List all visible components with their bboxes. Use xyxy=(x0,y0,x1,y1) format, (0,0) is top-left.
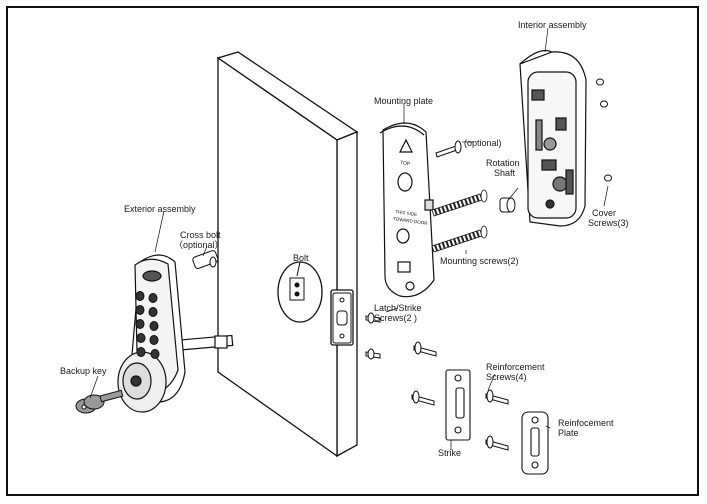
latch-plate xyxy=(332,292,352,344)
cross-bolt-optional-label: （optional） xyxy=(174,240,224,250)
backup-key-label: Backup key xyxy=(60,366,107,376)
plate-text-1: THIS SIDE xyxy=(395,209,417,217)
latch-strike-screws-label: Screws(2 ) xyxy=(374,313,418,323)
latch-strike-label: Latch/Strike xyxy=(374,303,422,313)
backup-key xyxy=(75,389,124,414)
plate-label: Plate xyxy=(558,428,579,438)
reinforcement-label: Reinforcement xyxy=(486,362,545,372)
cross-bolt-label: Cross bolt xyxy=(180,230,221,240)
mounting-plate xyxy=(379,122,435,298)
strike xyxy=(445,369,471,441)
reinfocement-label: Reinfocement xyxy=(558,418,614,428)
rotation-shaft xyxy=(499,197,516,213)
cover-screws xyxy=(596,78,612,182)
strike-label: Strike xyxy=(438,448,462,458)
mounting-plate-label: Mounting plate xyxy=(374,96,434,106)
plate-top-text: TOP xyxy=(400,160,412,167)
mounting-screws xyxy=(431,189,488,253)
bolt xyxy=(289,261,305,301)
reinforcement-screws xyxy=(411,341,509,451)
optional-label: (optional) xyxy=(464,138,502,148)
shaft-label: Shaft xyxy=(494,168,516,178)
screws3-label: Screws(3) xyxy=(588,218,629,228)
exterior-assembly xyxy=(117,254,234,413)
reinforcement-plate xyxy=(521,411,549,475)
interior-assembly-label: Interior assembly xyxy=(518,20,587,30)
latch-strike-screws xyxy=(365,312,381,360)
interior-assembly xyxy=(519,49,587,227)
leader-lines xyxy=(89,27,609,450)
rotation-label: Rotation xyxy=(486,158,520,168)
plate-text-2: TOWARD DOOR xyxy=(393,216,429,226)
cross-bolt xyxy=(192,250,219,269)
cover-label: Cover xyxy=(592,208,617,218)
keypad-buttons xyxy=(135,291,160,359)
door xyxy=(216,51,359,458)
mounting-screws-label: Mounting screws(2) xyxy=(440,256,519,266)
exterior-assembly-label: Exterior assembly xyxy=(124,204,196,214)
reinforcement-screws-label: Screws(4) xyxy=(486,372,527,382)
bolt-label: Bolt xyxy=(293,253,309,263)
diagram-border xyxy=(6,6,699,496)
optional-screw xyxy=(435,140,462,158)
